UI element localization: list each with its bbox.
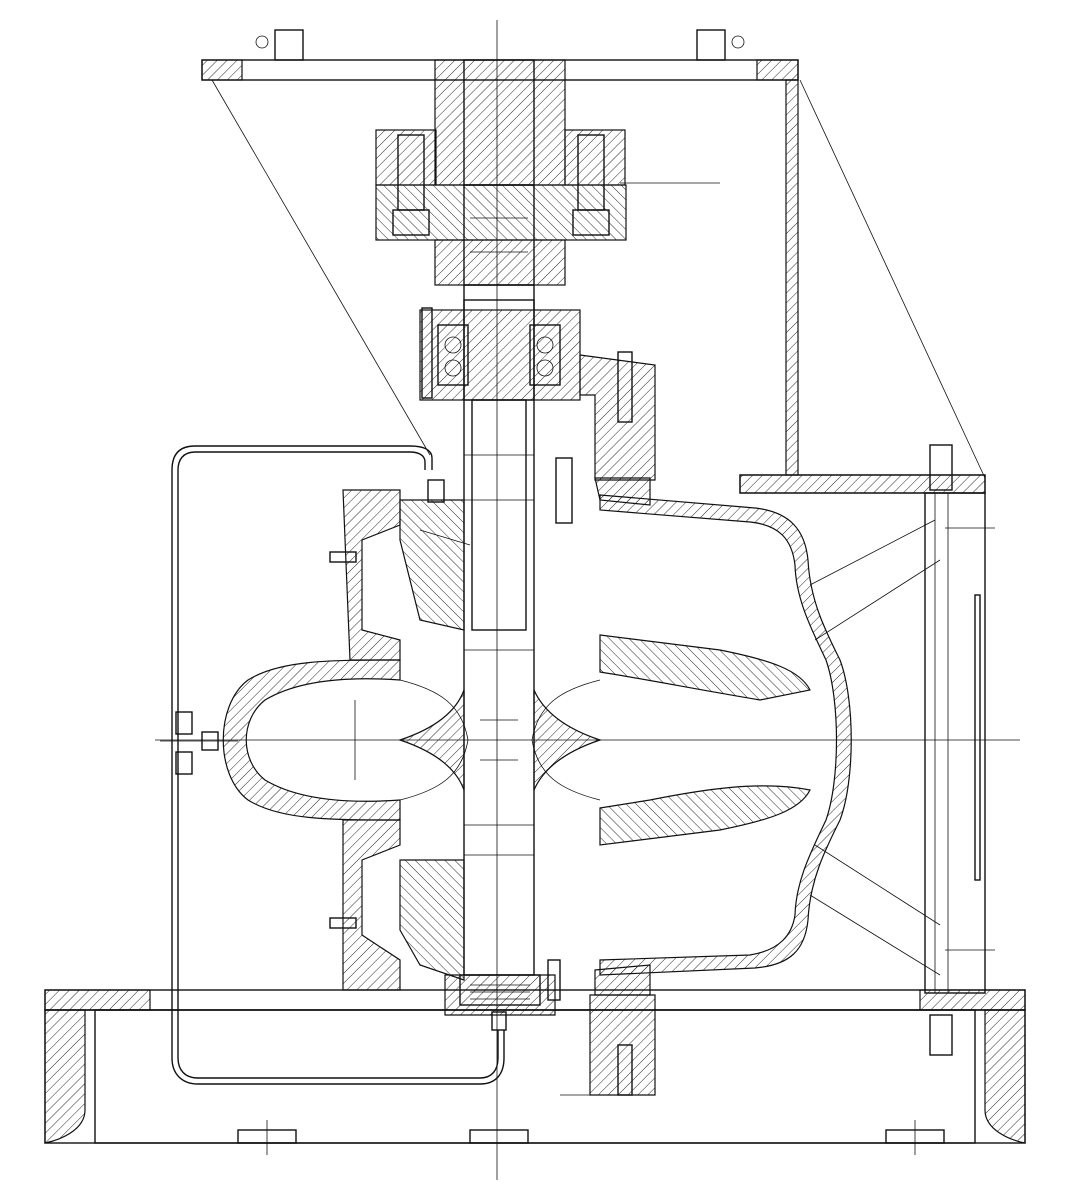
cooling-pipe: [160, 445, 507, 1085]
casing-studs: [329, 457, 573, 929]
motor-bracket: [201, 29, 986, 479]
lower-bearing: [444, 959, 656, 1096]
support-frame: [739, 444, 995, 1056]
pump-casing: [222, 477, 852, 996]
coupling: [375, 59, 720, 286]
base-plate: [44, 989, 1026, 1155]
bearing-housing: [419, 299, 656, 481]
